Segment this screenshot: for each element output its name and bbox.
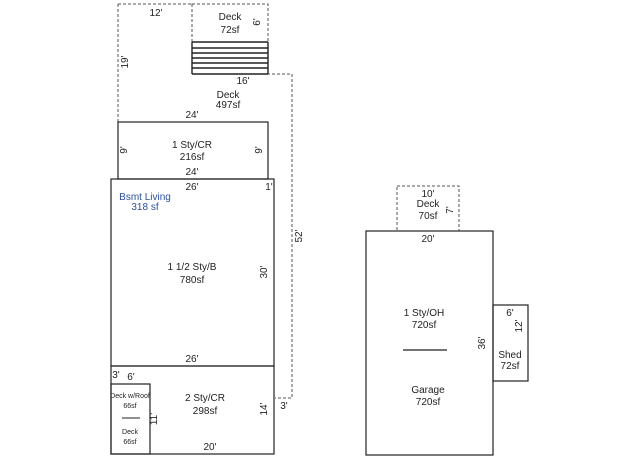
dim-30: 30' — [259, 265, 270, 278]
dim-16: 16' — [236, 76, 249, 87]
dim-11: 11' — [149, 413, 160, 425]
deck-garage-name: Deck — [417, 199, 441, 210]
bsmt-living-area: 318 sf — [131, 202, 158, 213]
garage-name: Garage — [411, 385, 445, 396]
garage-outline — [365, 230, 494, 456]
shed-name: Shed — [498, 350, 521, 361]
dim-3-right: 3' — [280, 401, 288, 412]
bsmt-living-name: Bsmt Living — [119, 192, 171, 203]
deck-main-name: Deck — [217, 90, 241, 101]
deck-main-outline — [117, 3, 293, 399]
one-sty-oh-name: 1 Sty/OH — [404, 308, 445, 319]
one-half-sty-area: 780sf — [180, 275, 205, 286]
deck-bottom-area: 66sf — [123, 439, 136, 446]
dim-6-top: 6' — [252, 18, 263, 26]
dim-24-b: 24' — [185, 167, 198, 178]
one-sty-cr-area: 216sf — [180, 152, 205, 163]
deck-roof-outline — [110, 383, 151, 455]
one-sty-oh-area: 720sf — [412, 320, 437, 331]
dim-36: 36' — [477, 336, 488, 349]
two-sty-cr-area: 298sf — [193, 406, 218, 417]
dim-3-left: 3' — [112, 370, 120, 381]
dim-19: 19' — [120, 55, 131, 68]
dim-26-top: 26' — [185, 182, 198, 193]
deck-roof-area: 66sf — [123, 403, 136, 410]
deck-roof-name: Deck w/Roof — [110, 393, 150, 400]
dim-24-a: 24' — [185, 110, 198, 121]
stairs — [191, 41, 269, 75]
dim-9-right: 9' — [254, 146, 265, 154]
deck-bottom-name: Deck — [122, 429, 138, 436]
shed-outline — [492, 304, 529, 382]
dim-7: 7' — [445, 206, 456, 214]
garage-area: 720sf — [416, 397, 441, 408]
one-sty-cr-name: 1 Sty/CR — [172, 140, 212, 151]
dim-26-mid: 26' — [185, 354, 198, 365]
dim-9-left: 9' — [119, 146, 130, 154]
dim-6-shed: 6' — [506, 308, 514, 319]
dim-12-shed: 12' — [514, 319, 525, 332]
dim-52: 52' — [294, 229, 305, 242]
deck-top-name: Deck — [219, 12, 243, 23]
dim-6-mid: 6' — [127, 372, 135, 383]
dim-14: 14' — [259, 402, 270, 415]
one-half-sty-name: 1 1/2 Sty/B — [168, 262, 217, 273]
shed-area: 72sf — [501, 361, 520, 372]
dim-1: 1' — [265, 182, 273, 193]
dim-20-garage: 20' — [421, 234, 434, 245]
dim-20-bottom: 20' — [203, 442, 216, 453]
dim-12: 12' — [149, 8, 162, 19]
deck-top-area: 72sf — [221, 25, 240, 36]
dim-10: 10' — [421, 189, 434, 200]
deck-main-area: 497sf — [216, 100, 241, 111]
deck-garage-area: 70sf — [419, 211, 438, 222]
two-sty-cr-name: 2 Sty/CR — [185, 393, 225, 404]
